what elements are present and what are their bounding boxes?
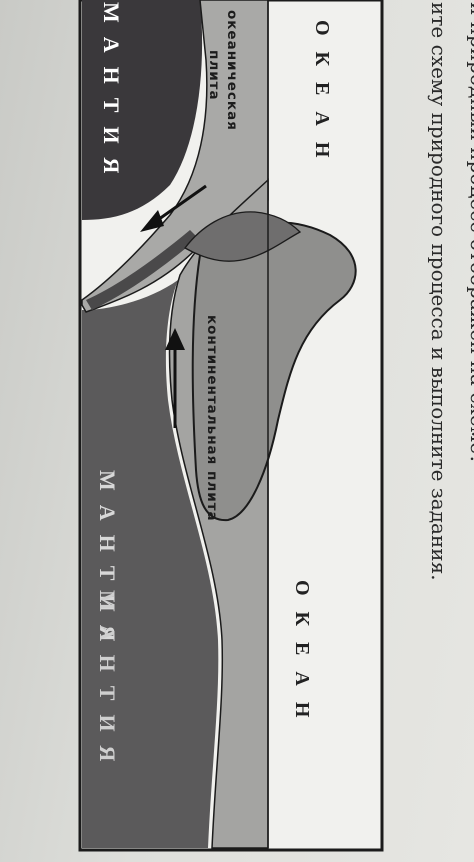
instruction-text: ите схему природного процесса и выполнит… [427, 2, 451, 581]
accretionary-wedge [184, 211, 302, 262]
mantle-label-bottom: МАНТИЯ [95, 590, 120, 775]
continental-plate-label: континентальная плита [204, 315, 220, 522]
continental-crust [191, 221, 357, 522]
subducting-slab [86, 230, 198, 310]
mantle-lower [82, 0, 219, 848]
mantle-label-mid: МАНТИЯ [95, 470, 120, 655]
arrow-down-left-icon [140, 184, 207, 232]
ocean-label-bottom: ОКЕАН [291, 580, 313, 733]
question-text: й природный процесс отображён на схеме? [466, 2, 474, 465]
oceanic-plate-label-2: плита [206, 50, 222, 101]
oceanic-plate-label-1: океаническая [224, 10, 240, 131]
ocean-label-top: ОКЕАН [311, 20, 333, 173]
arrow-up-icon [165, 328, 185, 428]
mantle-label-top: МАНТИЯ [99, 2, 124, 187]
mantle-upper [82, 0, 203, 220]
